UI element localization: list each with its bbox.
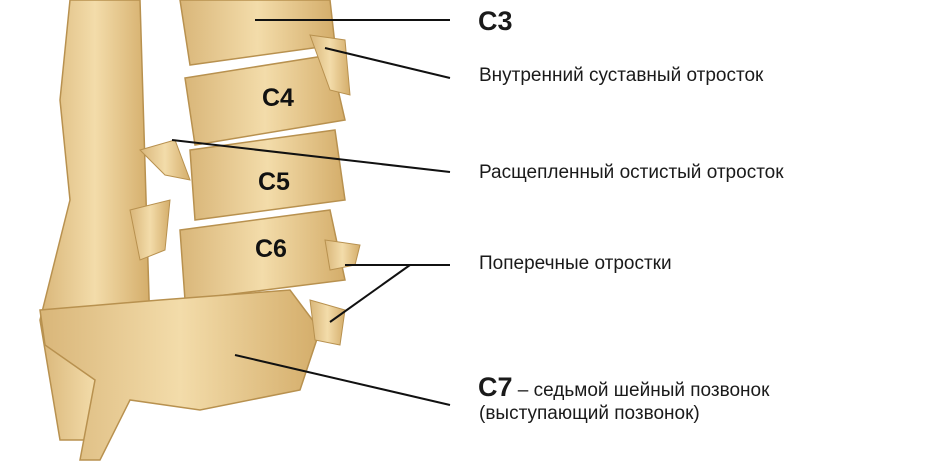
- label-c7-description: – седьмой шейный позвонок: [512, 380, 770, 401]
- label-c7: C7 – седьмой шейный позвонок: [478, 372, 769, 403]
- label-c7-code: C7: [478, 372, 513, 402]
- vertebra-label-c4: C4: [262, 84, 294, 112]
- leader-lines: [171, 19, 451, 406]
- vertebra-label-c5: C5: [258, 168, 290, 196]
- label-c3: C3: [478, 6, 513, 36]
- label-split-spinous-process: Расщепленный остистый отросток: [479, 162, 784, 183]
- label-inner-articular-process: Внутренний суставный отросток: [479, 65, 764, 86]
- vertebra-c4: [184, 54, 346, 146]
- vertebra-label-c6: C6: [255, 235, 287, 263]
- vertebra-c7: [39, 289, 321, 461]
- transverse-process-c7: [309, 299, 346, 346]
- label-transverse-processes: Поперечные отростки: [479, 253, 672, 274]
- vertebra-c5: [189, 129, 346, 221]
- vertebra-c6: [179, 209, 346, 301]
- superior-articular-process: [309, 34, 351, 96]
- spinous-process-c5: [139, 139, 191, 181]
- label-c7-note: (выступающий позвонок): [479, 403, 700, 424]
- spinous-process-c6: [129, 199, 171, 261]
- vertebra-c3: [179, 0, 336, 66]
